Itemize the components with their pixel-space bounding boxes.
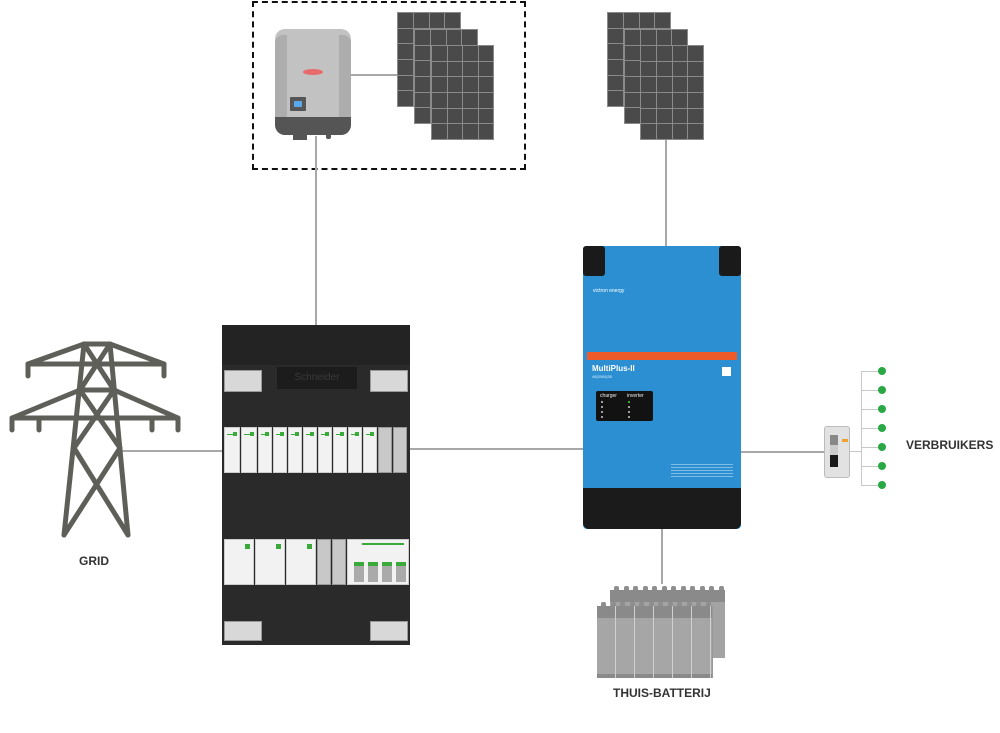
distribution-board: Schneider [222, 325, 410, 645]
consumer-outlet-icon [878, 462, 886, 470]
fine-print [671, 464, 733, 478]
battery-label: THUIS-BATTERIJ [613, 686, 711, 700]
orange-stripe [587, 352, 737, 360]
breaker-row-top [224, 427, 407, 473]
consumer-outlet-icon [878, 443, 886, 451]
display-icon [290, 97, 306, 111]
existing-pv-group [252, 1, 526, 170]
board-label-tab [224, 621, 262, 641]
charger-header: charger [600, 393, 617, 399]
victron-multiplus: victron energy MultiPlus-II 48|3000|35 c… [583, 246, 741, 529]
board-label-tab [224, 370, 262, 392]
outlet-wire [861, 371, 879, 372]
power-pylon-icon [9, 341, 181, 538]
qr-code-icon [722, 367, 731, 376]
consumer-outlet-icon [878, 405, 886, 413]
outlet-wire [861, 447, 879, 448]
victron-logo: victron energy [593, 288, 625, 294]
consumers-label: VERBRUIKERS [906, 438, 994, 452]
outlet-wire [861, 466, 879, 467]
model-name: MultiPlus-II [592, 364, 635, 373]
wire-victron-to-consumers [741, 451, 824, 453]
grid-label: GRID [79, 554, 109, 568]
wire-inverter-to-panels [346, 74, 398, 76]
breaker-row-bottom [224, 539, 409, 585]
outlet-wire [861, 409, 879, 410]
pv-string-inverter [275, 29, 351, 140]
board-label-tab [370, 370, 408, 392]
consumer-outlet-icon [878, 424, 886, 432]
outlet-wire [861, 428, 879, 429]
wire-board-to-victron [410, 448, 583, 450]
status-led-icon [303, 69, 323, 75]
consumer-outlet-icon [878, 367, 886, 375]
led-panel: charger inverter [596, 391, 653, 421]
solar-panel-icon [640, 45, 704, 140]
outlet-wire [861, 485, 879, 486]
wire-panels-to-victron [665, 140, 667, 248]
consumer-breaker-icon [824, 426, 850, 478]
wire-breaker-to-bus [850, 451, 861, 452]
wire-victron-to-battery [661, 529, 663, 584]
consumer-outlet-icon [878, 386, 886, 394]
inverter-header: inverter [627, 393, 644, 399]
solar-panel-icon [431, 45, 494, 140]
outlet-wire [861, 390, 879, 391]
board-brand-logo: Schneider [277, 367, 357, 389]
model-spec: 48|3000|35 [592, 374, 612, 379]
wire-grid-to-board [122, 450, 222, 452]
board-label-tab [370, 621, 408, 641]
bottom-cover [583, 488, 741, 529]
main-switch [347, 539, 409, 585]
consumer-outlet-icon [878, 481, 886, 489]
wire-inverter-to-board [315, 136, 317, 326]
